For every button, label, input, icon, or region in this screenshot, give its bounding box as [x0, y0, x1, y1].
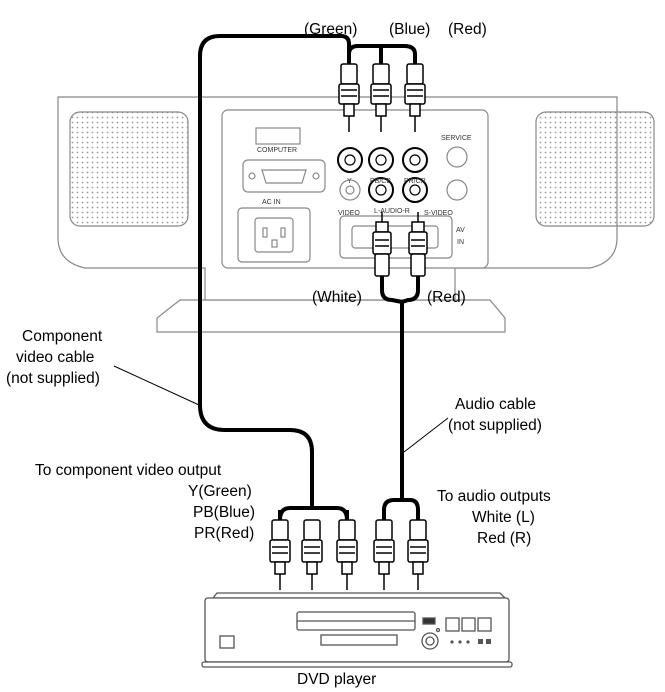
component-video-cable	[198, 34, 417, 521]
audio-cable-leader	[403, 417, 449, 453]
rca-plug-audio-red	[408, 212, 428, 277]
component-cable-label-2: video cable	[16, 349, 95, 366]
component-output-label-3: PB(Blue)	[193, 504, 256, 521]
right-speaker-grill	[535, 111, 655, 227]
rca-plug-dvd-white	[373, 519, 395, 590]
component-cable-label-3: (not supplied)	[6, 370, 100, 387]
audio-cable-label-1: Audio cable	[455, 396, 537, 413]
panel-label-pb: PB/CB	[370, 178, 391, 185]
label-top-red: (Red)	[448, 21, 487, 38]
service-port	[446, 146, 468, 168]
projector-stand	[156, 299, 506, 333]
label-audio-red: (Red)	[427, 289, 466, 306]
rca-plug-dvd-y	[269, 519, 291, 590]
panel-label-av: AV	[456, 227, 465, 234]
panel-label-audio: L-AUDIO-R	[374, 208, 410, 215]
audio-output-label-2: White (L)	[472, 509, 535, 526]
panel-label-y: Y	[347, 178, 352, 185]
panel-label-pr: PR/CR	[404, 178, 426, 185]
device-label: DVD player	[297, 671, 377, 688]
component-output-label-2: Y(Green)	[188, 483, 252, 500]
audio-cable-label-2: (not supplied)	[448, 417, 542, 434]
rca-plug-top-pb	[370, 63, 392, 132]
label-audio-white: (White)	[312, 289, 362, 306]
rca-plug-dvd-pr	[336, 519, 358, 590]
panel-label-in: IN	[457, 239, 464, 246]
label-top-blue: (Blue)	[389, 21, 431, 38]
rca-plug-audio-white	[372, 212, 392, 277]
component-cable-label-1: Component	[22, 328, 103, 345]
audio-output-label-1: To audio outputs	[437, 488, 551, 505]
left-speaker-grill	[69, 111, 189, 227]
component-cable-leader	[113, 365, 200, 406]
rca-plug-dvd-red	[407, 519, 429, 590]
panel-label-service: SERVICE	[441, 135, 472, 142]
label-top-green: (Green)	[304, 21, 358, 38]
rca-plug-top-y	[338, 63, 360, 132]
panel-label-svideo: S-VIDEO	[424, 210, 453, 217]
component-output-label-1: To component video output	[35, 462, 222, 479]
panel-label-ac-in: AC IN	[262, 199, 281, 206]
component-output-label-4: PR(Red)	[194, 525, 255, 542]
panel-label-computer: COMPUTER	[257, 147, 297, 154]
svideo-jack	[446, 179, 468, 201]
audio-output-label-3: Red (R)	[477, 530, 532, 547]
panel-label-video: VIDEO	[338, 210, 360, 217]
audio-cable	[380, 276, 420, 520]
dvd-player	[201, 592, 513, 668]
rca-plug-top-pr	[404, 63, 426, 132]
rca-plug-dvd-pb	[301, 519, 323, 590]
